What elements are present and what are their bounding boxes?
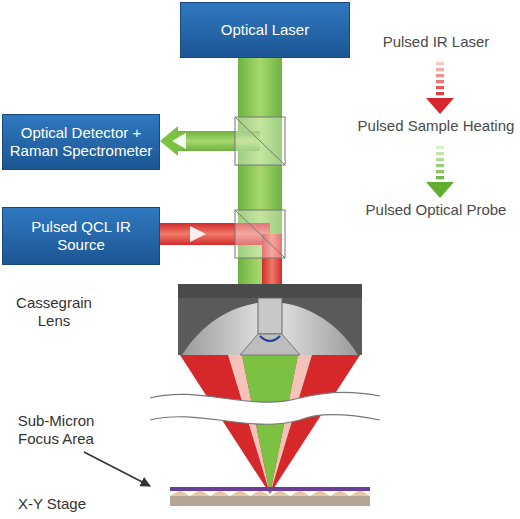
sequence-label: Pulsed Optical Probe xyxy=(356,201,516,219)
xy-stage xyxy=(170,487,370,506)
break-line xyxy=(150,415,380,425)
box-label: Optical Detector + Raman Spectrometer xyxy=(3,124,159,160)
instrument-box: Pulsed QCL IR Source xyxy=(2,207,160,265)
sequence-label: Pulsed IR Laser xyxy=(356,33,516,51)
break-line xyxy=(150,393,380,403)
cassegrain-lens xyxy=(178,284,362,355)
break-band xyxy=(150,393,380,425)
box-label: Pulsed QCL IR Source xyxy=(3,218,159,254)
leader-arrow xyxy=(84,452,150,486)
beam-splitter xyxy=(235,117,285,258)
red-dashed-arrow xyxy=(426,62,454,114)
sequence-label: Pulsed Sample Heating xyxy=(356,117,516,135)
box-label: Optical Laser xyxy=(215,21,315,39)
part-label: Cassegrain Lens xyxy=(8,294,100,330)
part-label: Sub-Micron Focus Area xyxy=(8,412,104,448)
instrument-box: Optical Laser xyxy=(180,2,350,58)
beam-arrow xyxy=(172,133,186,149)
green-dashed-arrow xyxy=(426,146,454,198)
part-label: X-Y Stage xyxy=(6,495,98,513)
instrument-box: Optical Detector + Raman Spectrometer xyxy=(2,114,160,170)
beam-arrow xyxy=(190,226,206,242)
